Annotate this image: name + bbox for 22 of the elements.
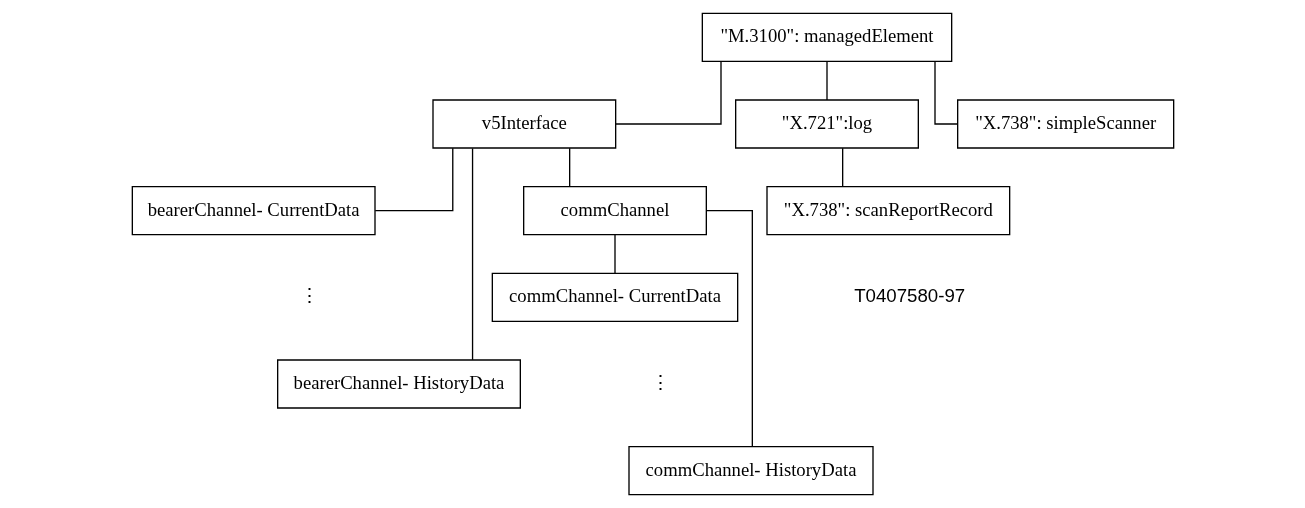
node-box: "M.3100": managedElement: [701, 12, 952, 62]
node-box: commChannel- HistoryData: [627, 446, 874, 496]
connector: [825, 60, 828, 101]
node-box: commChannel: [522, 186, 707, 236]
connector: [471, 147, 473, 361]
connector: [841, 147, 843, 188]
connector: [568, 147, 570, 188]
connector: [614, 60, 722, 125]
node-box: "X.738": simpleScanner: [956, 99, 1174, 149]
connector: [613, 234, 616, 274]
connector: [705, 210, 753, 447]
label: ⋮: [299, 285, 319, 307]
node-box: bearerChannel- CurrentData: [131, 186, 376, 236]
node-box: bearerChannel- HistoryData: [276, 359, 521, 409]
node-box: v5Interface: [431, 99, 616, 149]
connector: [374, 147, 453, 212]
connector: [933, 60, 958, 125]
label: T0407580-97: [853, 285, 965, 307]
node-box: "X.721":log: [734, 99, 919, 149]
node-box: commChannel- CurrentData: [491, 272, 738, 322]
label: ⋮: [650, 371, 670, 393]
node-box: "X.738": scanReportRecord: [765, 186, 1010, 236]
